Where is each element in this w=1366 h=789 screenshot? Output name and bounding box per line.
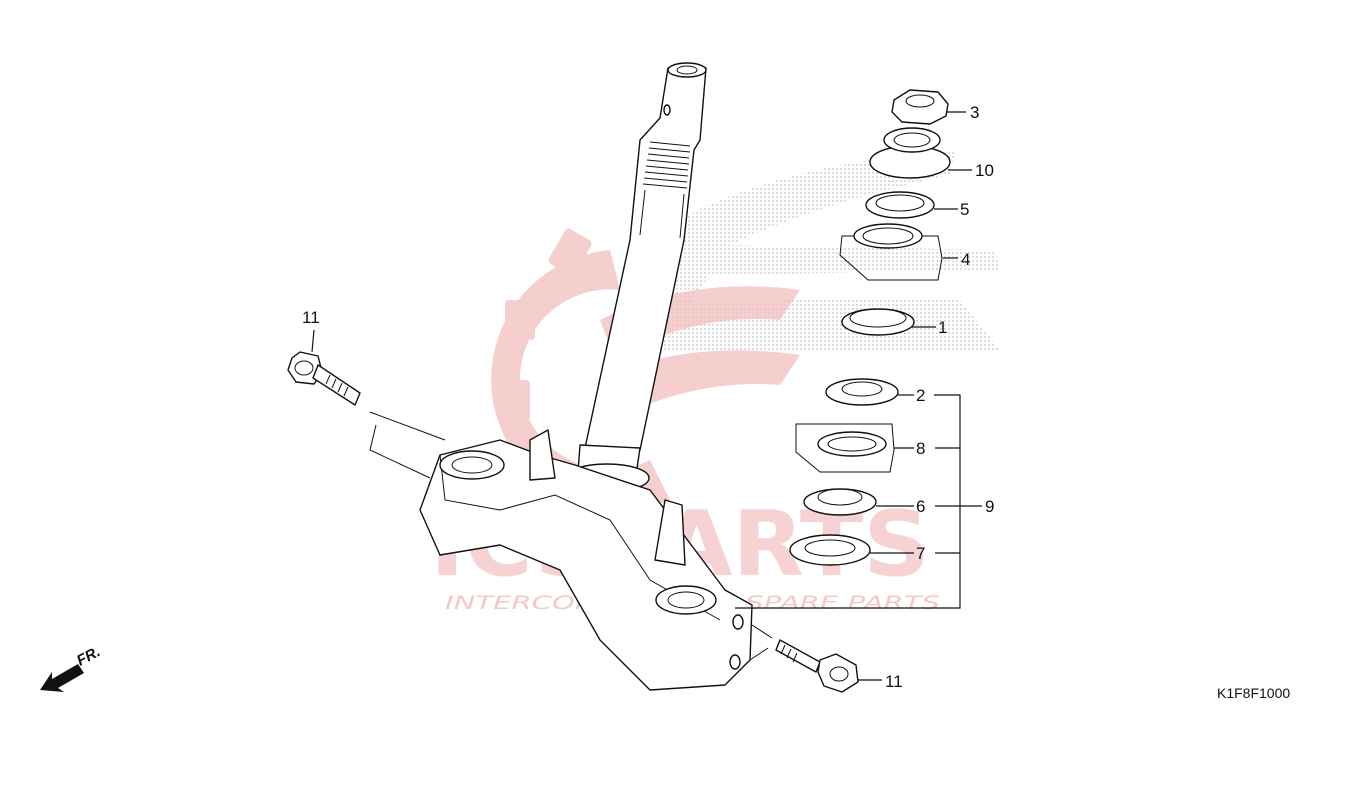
bolt-left [287,351,446,479]
callout-11-left: 11 [302,308,320,327]
callouts: 3 10 5 4 1 2 8 6 9 7 11 11 [302,103,994,691]
callout-7: 7 [916,544,925,563]
part-2-lower-race [825,378,899,406]
part-7-dust-seal [789,534,871,566]
callout-2: 2 [916,386,925,405]
callout-9: 9 [985,497,994,516]
diagram-code: K1F8F1000 [1217,685,1290,701]
part-5-bearing-race [865,191,935,219]
part-8-ball-bearing [795,423,895,473]
part-4-ball-bearing [839,223,943,281]
bolt-right [749,624,859,693]
callout-4: 4 [961,250,970,269]
part-10-adjusting-nut [869,127,951,179]
callout-1: 1 [938,318,947,337]
callout-3: 3 [970,103,979,122]
callout-5: 5 [960,200,969,219]
callout-6: 6 [916,497,925,516]
part-3-stem-nut [891,89,949,125]
part-6-bearing-race [803,488,877,516]
leader-lines [311,111,982,681]
part-1-upper-race [841,308,915,336]
arrow-front-icon [40,664,84,692]
bottom-bridge [419,429,753,691]
callout-11-right: 11 [885,672,903,691]
callout-8: 8 [916,439,925,458]
front-direction-marker: FR. [40,643,103,692]
callout-10: 10 [975,161,994,180]
